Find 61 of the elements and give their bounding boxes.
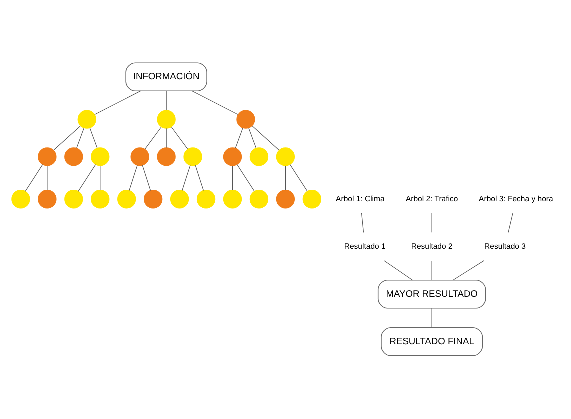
node-box: INFORMACIÓN xyxy=(126,62,208,92)
node-circle xyxy=(38,148,57,166)
connector xyxy=(192,90,239,116)
connector xyxy=(78,164,96,192)
node-circle xyxy=(157,110,176,129)
node-circle xyxy=(12,190,30,209)
node-circle xyxy=(276,148,296,166)
node-circle xyxy=(170,190,190,209)
node-text: Arbol 1: Clima xyxy=(336,194,385,204)
connector xyxy=(252,126,280,151)
connector xyxy=(384,260,414,281)
node-circle xyxy=(64,190,84,209)
node-text: Arbol 2: Trafico xyxy=(406,194,458,204)
node-circle xyxy=(78,110,96,129)
node-circle xyxy=(157,148,176,166)
connector xyxy=(452,260,484,281)
connector xyxy=(195,165,204,192)
node-circle xyxy=(64,148,84,166)
connector xyxy=(171,126,188,150)
node-circle xyxy=(223,190,242,209)
connector xyxy=(144,126,162,150)
node-circle xyxy=(91,148,110,166)
connector xyxy=(47,166,48,191)
connector xyxy=(290,164,308,192)
node-text: Resultado 2 xyxy=(411,242,453,251)
node-box: MAYOR RESULTADO xyxy=(378,280,486,309)
connector xyxy=(90,128,98,149)
connector xyxy=(94,90,142,116)
node-box: RESULTADO FINAL xyxy=(381,327,484,356)
node-circle xyxy=(118,190,136,209)
connector xyxy=(54,126,81,151)
node-circle xyxy=(38,190,57,209)
node-text: Resultado 3 xyxy=(484,242,526,251)
connector xyxy=(248,128,257,149)
node-circle xyxy=(250,148,269,166)
node-circle xyxy=(302,190,322,209)
connector xyxy=(100,166,101,191)
connector xyxy=(25,164,44,192)
node-circle xyxy=(130,148,150,166)
node-text: Arbol 3: Fecha y hora xyxy=(479,194,554,204)
node-circle xyxy=(184,148,202,166)
connector xyxy=(361,213,364,233)
connector xyxy=(166,90,167,111)
connector xyxy=(508,213,514,233)
connector xyxy=(129,165,138,192)
node-circle xyxy=(91,190,110,209)
node-circle xyxy=(250,190,269,209)
node-circle xyxy=(223,148,242,166)
connector xyxy=(182,165,191,192)
connector xyxy=(285,166,286,191)
node-text: Resultado 1 xyxy=(344,242,386,251)
node-circle xyxy=(236,110,256,129)
connector xyxy=(76,128,85,149)
connector xyxy=(166,128,167,148)
connector xyxy=(235,128,244,149)
connector xyxy=(232,166,234,191)
node-circle xyxy=(196,190,216,209)
node-circle xyxy=(276,190,296,209)
connector xyxy=(142,165,152,192)
connector xyxy=(237,164,255,192)
node-circle xyxy=(144,190,163,209)
